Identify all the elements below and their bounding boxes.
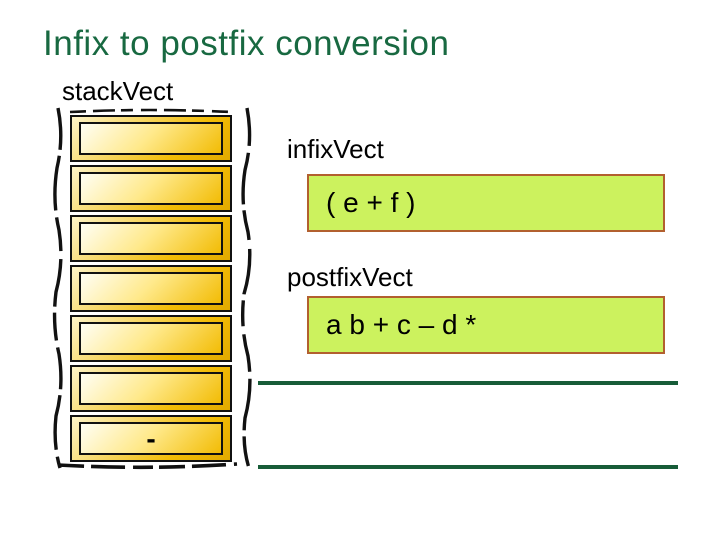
- stack-slot-value: -: [146, 422, 156, 454]
- stack-slot: [70, 165, 232, 212]
- postfix-value-box: a b + c – d *: [307, 296, 665, 354]
- stack-slot: [70, 365, 232, 412]
- infix-value-box: ( e + f ): [307, 174, 665, 232]
- stack-slot: [70, 115, 232, 162]
- stack-vector-label: stackVect: [62, 76, 174, 106]
- stack-bracket-sketch: [52, 107, 252, 470]
- postfix-expression: a b + c – d *: [326, 309, 477, 340]
- stack-slot: [70, 315, 232, 362]
- answer-line-2: [258, 465, 678, 469]
- stack-slot: -: [70, 415, 232, 462]
- stack-slot: [70, 215, 232, 262]
- infix-vector-label: infixVect: [287, 134, 384, 164]
- infix-expression: ( e + f ): [326, 187, 416, 218]
- stack-diagram: -: [50, 104, 255, 472]
- postfix-vector-label: postfixVect: [287, 262, 413, 292]
- slide-title: Infix to postfix conversion: [43, 24, 450, 63]
- answer-line-1: [258, 381, 678, 385]
- stack-slot: [70, 265, 232, 312]
